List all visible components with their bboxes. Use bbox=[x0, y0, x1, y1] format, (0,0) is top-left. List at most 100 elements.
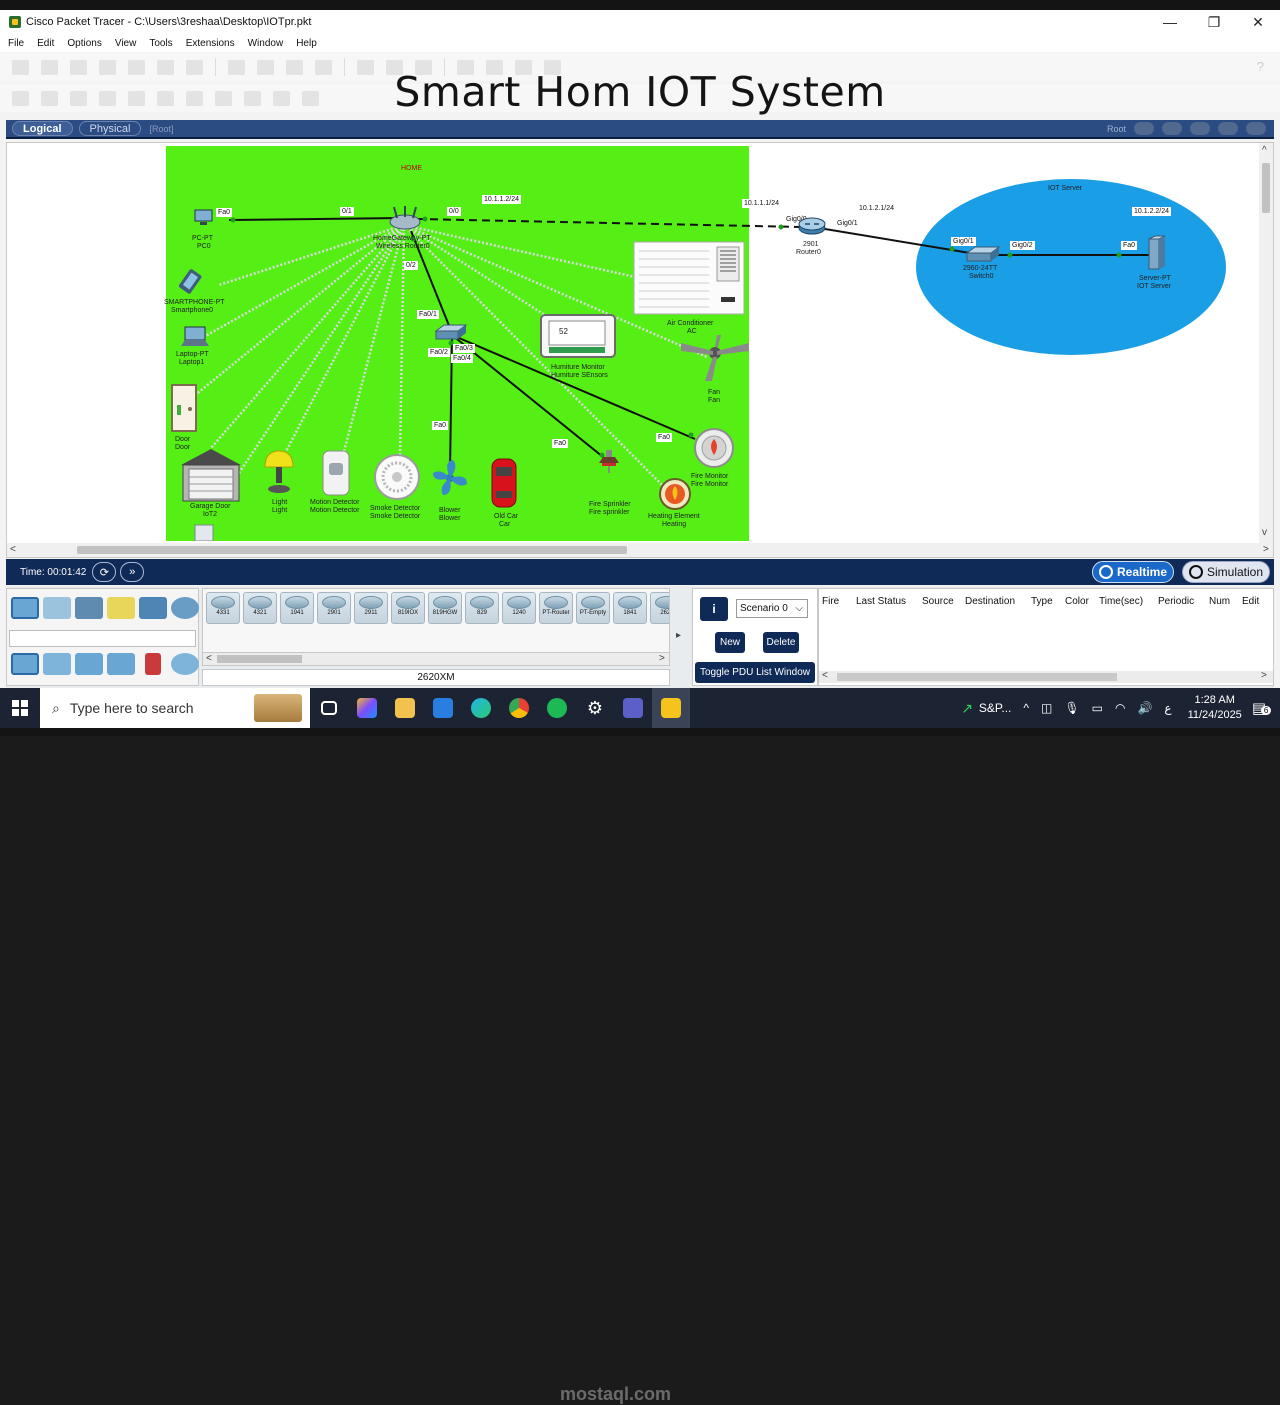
col-destination[interactable]: Destination bbox=[965, 596, 1016, 607]
note-icon[interactable] bbox=[128, 90, 145, 106]
settings-button[interactable]: ⚙ bbox=[576, 688, 614, 728]
input-language[interactable]: ع bbox=[1164, 701, 1172, 715]
save-icon[interactable] bbox=[70, 59, 87, 75]
new-cluster-icon[interactable] bbox=[1162, 122, 1182, 135]
home-router-device[interactable] bbox=[387, 205, 423, 231]
device-1240[interactable]: 1240 bbox=[502, 592, 536, 624]
draw-line-icon[interactable] bbox=[157, 90, 174, 106]
new-scenario-button[interactable]: New bbox=[715, 632, 745, 653]
taskbar-clock[interactable]: 1:28 AM 11/24/2025 bbox=[1188, 693, 1242, 723]
device-template-icon[interactable] bbox=[486, 59, 503, 75]
realtime-mode-button[interactable]: Realtime bbox=[1092, 561, 1175, 583]
switch-device[interactable] bbox=[965, 245, 1001, 263]
undo-icon[interactable] bbox=[286, 59, 303, 75]
custom-device-icon[interactable] bbox=[186, 59, 203, 75]
light-device[interactable] bbox=[259, 447, 299, 495]
show-hidden-icons-button[interactable]: ^ bbox=[1023, 701, 1030, 715]
device-819iox[interactable]: 819IOX bbox=[391, 592, 425, 624]
router-device[interactable] bbox=[797, 215, 827, 235]
teams-button[interactable] bbox=[614, 688, 652, 728]
door-device[interactable] bbox=[169, 383, 199, 433]
wireless-devices-icon[interactable] bbox=[107, 653, 135, 675]
select-icon[interactable] bbox=[12, 90, 29, 106]
pc-device[interactable] bbox=[193, 209, 215, 227]
device-4331[interactable]: 4331 bbox=[206, 592, 240, 624]
ceiling-fan-device[interactable] bbox=[677, 333, 753, 383]
air-conditioner-device[interactable] bbox=[633, 241, 745, 315]
device-list-scrollbar[interactable]: < > bbox=[202, 652, 670, 666]
device-829[interactable]: 829 bbox=[465, 592, 499, 624]
edge-button[interactable] bbox=[462, 688, 500, 728]
device-pt-empty[interactable]: PT-Empty bbox=[576, 592, 610, 624]
end-devices-icon[interactable] bbox=[43, 597, 71, 619]
volume-icon[interactable]: 🔊 bbox=[1137, 701, 1153, 715]
move-object-icon[interactable] bbox=[1190, 122, 1210, 135]
help-icon[interactable]: ? bbox=[1256, 59, 1264, 74]
maximize-button[interactable]: ❐ bbox=[1207, 13, 1221, 30]
chrome-button[interactable] bbox=[500, 688, 538, 728]
start-button[interactable] bbox=[0, 688, 40, 728]
device-list-scroll-thumb[interactable] bbox=[217, 655, 302, 663]
ipc-icon[interactable] bbox=[515, 59, 532, 75]
misc-icon[interactable] bbox=[139, 597, 167, 619]
device-2911[interactable]: 2911 bbox=[354, 592, 388, 624]
viewport-icon[interactable] bbox=[1246, 122, 1266, 135]
tab-logical[interactable]: Logical bbox=[12, 121, 73, 136]
device-2901[interactable]: 2901 bbox=[317, 592, 351, 624]
notifications-button[interactable]: ▤ 6 bbox=[1252, 699, 1272, 717]
ellipse-icon[interactable] bbox=[215, 90, 232, 106]
redo-icon[interactable] bbox=[315, 59, 332, 75]
device-4321[interactable]: 4321 bbox=[243, 592, 277, 624]
simple-pdu-icon[interactable] bbox=[273, 90, 290, 106]
delete-scenario-button[interactable]: Delete bbox=[763, 632, 799, 653]
scenario-select[interactable]: Scenario 0⌵ bbox=[736, 599, 808, 618]
task-view-button[interactable] bbox=[310, 688, 348, 728]
power-cycle-button[interactable]: ⟳ bbox=[92, 562, 117, 582]
switches-icon[interactable] bbox=[43, 653, 71, 675]
pdu-table-scroll-thumb[interactable] bbox=[837, 673, 1117, 681]
vertical-scroll-thumb[interactable] bbox=[1262, 163, 1270, 213]
blower-device[interactable] bbox=[429, 457, 471, 499]
device-1941[interactable]: 1941 bbox=[280, 592, 314, 624]
fire-sprinkler-device[interactable] bbox=[595, 449, 623, 477]
inspect-icon[interactable] bbox=[41, 90, 58, 106]
col-time[interactable]: Time(sec) bbox=[1099, 596, 1144, 607]
server-device[interactable] bbox=[1145, 235, 1167, 271]
network-info-icon[interactable] bbox=[157, 59, 174, 75]
menu-help[interactable]: Help bbox=[296, 37, 317, 49]
close-button[interactable]: ✕ bbox=[1252, 13, 1264, 30]
col-source[interactable]: Source bbox=[922, 596, 954, 607]
security-icon[interactable] bbox=[145, 653, 161, 675]
device-2620[interactable]: 2620 bbox=[650, 592, 669, 624]
smoke-detector-device[interactable] bbox=[371, 453, 423, 501]
menu-edit[interactable]: Edit bbox=[37, 37, 55, 49]
zoom-reset-icon[interactable] bbox=[386, 59, 403, 75]
packet-tracer-taskbar-button[interactable] bbox=[652, 688, 690, 728]
simulation-mode-button[interactable]: Simulation bbox=[1182, 561, 1271, 583]
fire-monitor-device[interactable] bbox=[691, 427, 737, 469]
copy-icon[interactable] bbox=[228, 59, 245, 75]
meet-icon[interactable]: ◫ bbox=[1041, 701, 1053, 715]
workspace-vertical-scrollbar[interactable]: ^ v bbox=[1259, 143, 1273, 543]
copilot-button[interactable] bbox=[348, 688, 386, 728]
microphone-icon[interactable]: 🎙 bbox=[1064, 701, 1080, 715]
menu-window[interactable]: Window bbox=[247, 37, 284, 49]
car-device[interactable] bbox=[489, 457, 519, 509]
col-fire[interactable]: Fire bbox=[822, 596, 840, 607]
menu-tools[interactable]: Tools bbox=[149, 37, 173, 49]
tab-physical[interactable]: Physical bbox=[78, 121, 142, 136]
home-switch-device[interactable] bbox=[434, 323, 468, 341]
smartphone-device[interactable] bbox=[177, 269, 205, 295]
new-file-icon[interactable] bbox=[12, 59, 29, 75]
heating-element-device[interactable] bbox=[657, 477, 693, 511]
set-tiled-background-icon[interactable] bbox=[1218, 122, 1238, 135]
wifi-icon[interactable]: ◠ bbox=[1114, 701, 1126, 715]
fast-forward-button[interactable]: » bbox=[120, 562, 145, 582]
palette-icon[interactable] bbox=[457, 59, 474, 75]
print-icon[interactable] bbox=[99, 59, 116, 75]
menu-options[interactable]: Options bbox=[67, 37, 102, 49]
taskbar-search[interactable]: ⌕ Type here to search bbox=[40, 688, 310, 728]
store-button[interactable] bbox=[424, 688, 462, 728]
python-icon[interactable] bbox=[544, 59, 561, 75]
laptop-device[interactable] bbox=[179, 325, 211, 349]
